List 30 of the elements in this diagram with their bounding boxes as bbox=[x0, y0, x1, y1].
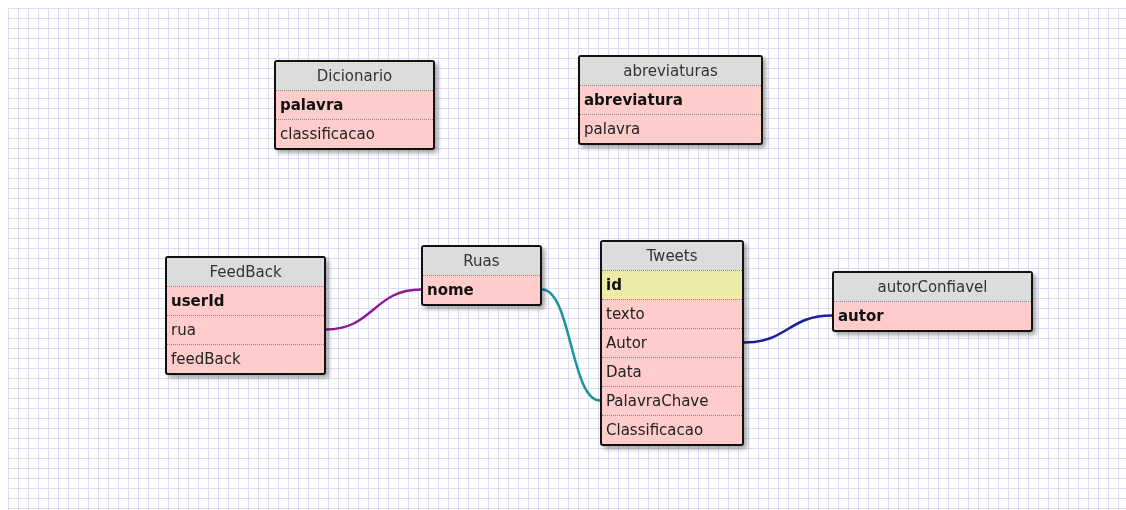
key-field: nome bbox=[423, 275, 540, 304]
connector-line bbox=[743, 314, 833, 344]
table-field: texto bbox=[602, 299, 742, 328]
key-field: autor bbox=[834, 301, 1031, 330]
connector-line bbox=[325, 288, 422, 331]
table-field: PalavraChave bbox=[602, 386, 742, 415]
key-field: abreviatura bbox=[580, 85, 761, 114]
table-title: autorConfiavel bbox=[834, 273, 1031, 301]
table-title: Tweets bbox=[602, 242, 742, 270]
key-field: id bbox=[602, 270, 742, 299]
table-field: Autor bbox=[602, 328, 742, 357]
table-title: Dicionario bbox=[276, 62, 433, 90]
key-field: userId bbox=[167, 286, 324, 315]
table-field: Data bbox=[602, 357, 742, 386]
key-field: palavra bbox=[276, 90, 433, 119]
table-card bbox=[165, 256, 326, 375]
table-card bbox=[832, 271, 1033, 332]
table-card bbox=[578, 55, 763, 145]
table-field: classificacao bbox=[276, 119, 433, 148]
table-card bbox=[274, 60, 435, 150]
table-title: Ruas bbox=[423, 247, 540, 275]
table-card bbox=[421, 245, 542, 306]
connector-line bbox=[541, 288, 601, 402]
table-field: rua bbox=[167, 315, 324, 344]
table-field: feedBack bbox=[167, 344, 324, 373]
table-field: Classificacao bbox=[602, 415, 742, 444]
table-field: palavra bbox=[580, 114, 761, 143]
table-title: abreviaturas bbox=[580, 57, 761, 85]
table-title: FeedBack bbox=[167, 258, 324, 286]
table-card bbox=[600, 240, 744, 446]
